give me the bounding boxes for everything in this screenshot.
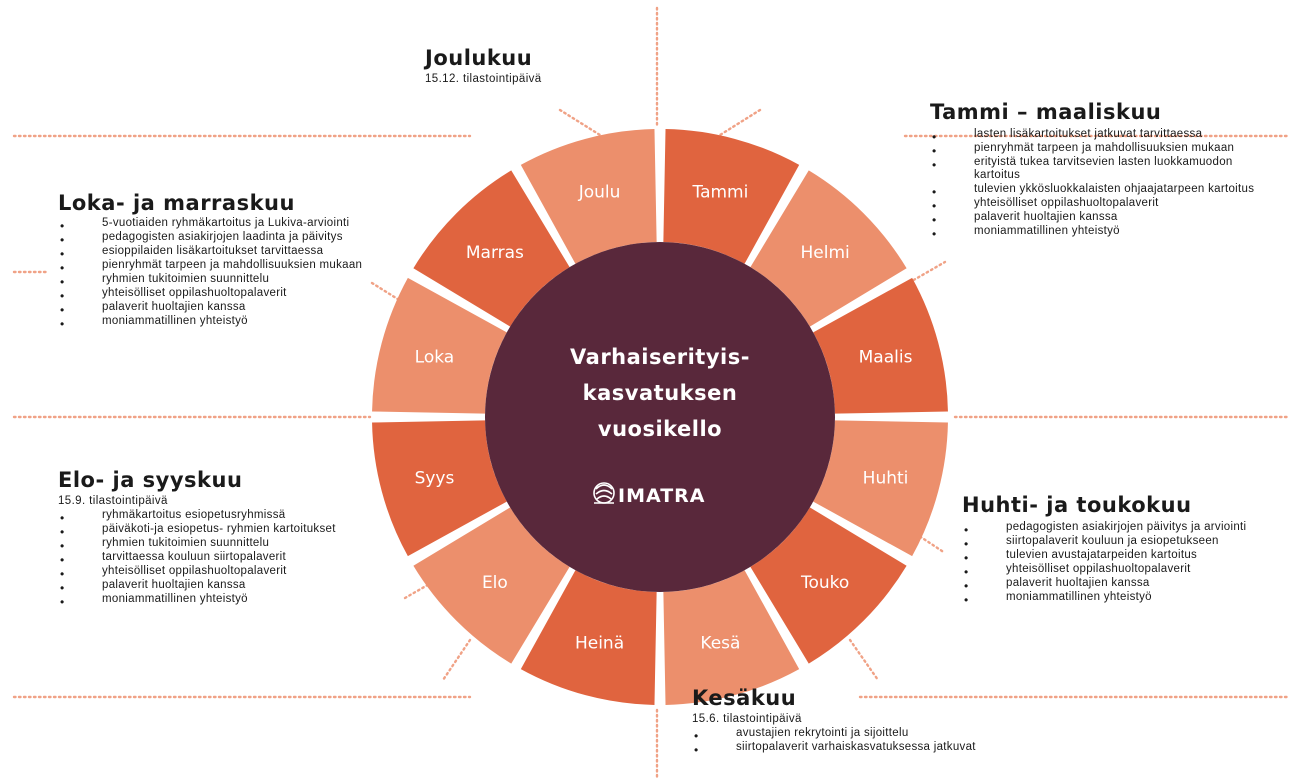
list-item: siirtopalaverit kouluun ja esiopetukseen — [962, 535, 1272, 551]
section-list: pedagogisten asiakirjojen päivitys ja ar… — [962, 521, 1272, 607]
month-segment-maalis — [813, 277, 948, 414]
imatra-logo-text: IMATRA — [618, 485, 706, 507]
month-label-tammi: Tammi — [692, 182, 749, 202]
imatra-logo: IMATRA — [593, 482, 706, 507]
center-circle — [485, 242, 835, 592]
section-kesakuu: Kesäkuu 15.6. tilastointipäivä avustajie… — [692, 686, 1112, 757]
list-item: pienryhmät tarpeen ja mahdollisuuksien m… — [930, 142, 1280, 158]
list-item: ryhmien tukitoimien suunnittelu — [58, 273, 378, 289]
month-segment-kesä — [663, 570, 800, 705]
center-title-line-3: vuosikello — [598, 417, 722, 441]
dotted-divider-line — [718, 108, 762, 137]
month-segment-heinä — [520, 570, 657, 705]
list-item: erityistä tukea tarvitsevien lasten luok… — [930, 156, 1280, 182]
section-list: 5-vuotiaiden ryhmäkartoitus ja Lukiva-ar… — [58, 217, 378, 331]
list-item: pedagogisten asiakirjojen päivitys ja ar… — [962, 521, 1272, 537]
list-item: moniammatillinen yhteistyö — [930, 225, 1280, 241]
list-item: palaverit huoltajien kanssa — [930, 211, 1280, 227]
list-item: yhteisölliset oppilashuoltopalaverit — [962, 563, 1272, 579]
list-item: esioppilaiden lisäkartoitukset tarvittae… — [58, 245, 378, 261]
list-item: moniammatillinen yhteistyö — [962, 591, 1272, 607]
list-item: moniammatillinen yhteistyö — [58, 593, 368, 609]
month-label-huhti: Huhti — [863, 468, 909, 488]
list-item: ryhmien tukitoimien suunnittelu — [58, 537, 368, 553]
list-item: päiväkoti-ja esiopetus- ryhmien kartoitu… — [58, 523, 368, 539]
dotted-divider-line — [558, 108, 602, 137]
center-title-line-1: Varhaiserityis- — [570, 345, 750, 369]
list-item: tulevien ykkösluokkalaisten ohjaajatarpe… — [930, 183, 1280, 199]
month-segment-joulu — [520, 129, 657, 264]
list-item: tarvittaessa kouluun siirtopalaverit — [58, 551, 368, 567]
month-segment-huhti — [813, 420, 948, 557]
month-ring — [372, 129, 948, 705]
section-list: ryhmäkartoitus esiopetusryhmissä päiväko… — [58, 509, 368, 609]
list-item: yhteisölliset oppilashuoltopalaverit — [58, 565, 368, 581]
month-label-kesä: Kesä — [700, 634, 740, 654]
section-subtitle: 15.9. tilastointipäivä — [58, 495, 168, 507]
section-list: lasten lisäkartoitukset jatkuvat tarvitt… — [930, 128, 1280, 241]
list-item: ryhmäkartoitus esiopetusryhmissä — [58, 509, 368, 525]
section-tammi-maaliskuu: Tammi – maaliskuu lasten lisäkartoitukse… — [930, 100, 1280, 241]
section-subtitle: 15.6. tilastointipäivä — [692, 713, 802, 725]
month-label-helmi: Helmi — [800, 243, 849, 263]
month-segment-syys — [372, 420, 507, 557]
dotted-divider-line — [848, 638, 880, 682]
month-label-marras: Marras — [466, 243, 524, 263]
month-label-maalis: Maalis — [859, 348, 913, 368]
list-item: palaverit huoltajien kanssa — [962, 577, 1272, 593]
month-label-joulu: Joulu — [578, 182, 621, 202]
month-segment-loka — [372, 277, 507, 414]
month-segment-elo — [413, 507, 570, 664]
list-item: siirtopalaverit varhaiskasvatuksessa jat… — [692, 741, 1112, 757]
section-title: Elo- ja syyskuu — [58, 468, 243, 492]
month-label-loka: Loka — [415, 348, 455, 368]
dotted-divider-line — [403, 573, 447, 600]
list-item: yhteisölliset oppilashuoltopalaverit — [930, 197, 1280, 213]
list-item: 5-vuotiaiden ryhmäkartoitus ja Lukiva-ar… — [58, 217, 378, 233]
dotted-divider-line — [441, 638, 472, 682]
list-item: pedagogisten asiakirjojen laadinta ja pä… — [58, 231, 378, 247]
section-title: Tammi – maaliskuu — [930, 100, 1162, 124]
section-title: Kesäkuu — [692, 686, 797, 710]
section-elo-syyskuu: Elo- ja syyskuu 15.9. tilastointipäivä r… — [58, 468, 368, 609]
section-title: Loka- ja marraskuu — [58, 191, 295, 215]
month-segment-helmi — [750, 170, 907, 327]
month-segment-marras — [413, 170, 570, 327]
section-list: avustajien rekrytointi ja sijoittelu sii… — [692, 727, 1112, 757]
list-item: avustajien rekrytointi ja sijoittelu — [692, 727, 1112, 743]
month-segment-touko — [750, 507, 907, 664]
month-label-touko: Touko — [800, 573, 849, 593]
list-item: palaverit huoltajien kanssa — [58, 579, 368, 595]
center-title-line-2: kasvatuksen — [583, 381, 738, 405]
section-joulukuu: Joulukuu 15.12. tilastointipäivä — [425, 46, 685, 87]
list-item: pienryhmät tarpeen ja mahdollisuuksien m… — [58, 259, 378, 275]
month-label-syys: Syys — [415, 468, 455, 488]
imatra-lynx-icon — [593, 482, 615, 504]
section-subtitle: 15.12. tilastointipäivä — [425, 73, 542, 85]
list-item: moniammatillinen yhteistyö — [58, 315, 378, 331]
list-item: yhteisölliset oppilashuoltopalaverit — [58, 287, 378, 303]
section-title: Huhti- ja toukokuu — [962, 493, 1192, 517]
section-title: Joulukuu — [425, 46, 533, 70]
section-huhti-toukokuu: Huhti- ja toukokuu pedagogisten asiakirj… — [962, 493, 1272, 607]
list-item: palaverit huoltajien kanssa — [58, 301, 378, 317]
list-item: lasten lisäkartoitukset jatkuvat tarvitt… — [930, 128, 1280, 144]
section-loka-marraskuu: Loka- ja marraskuu 5-vuotiaiden ryhmäkar… — [58, 191, 378, 331]
list-item: tulevien avustajatarpeiden kartoitus — [962, 549, 1272, 565]
month-label-elo: Elo — [482, 573, 508, 593]
month-segment-tammi — [663, 129, 800, 264]
month-label-heinä: Heinä — [575, 634, 624, 654]
